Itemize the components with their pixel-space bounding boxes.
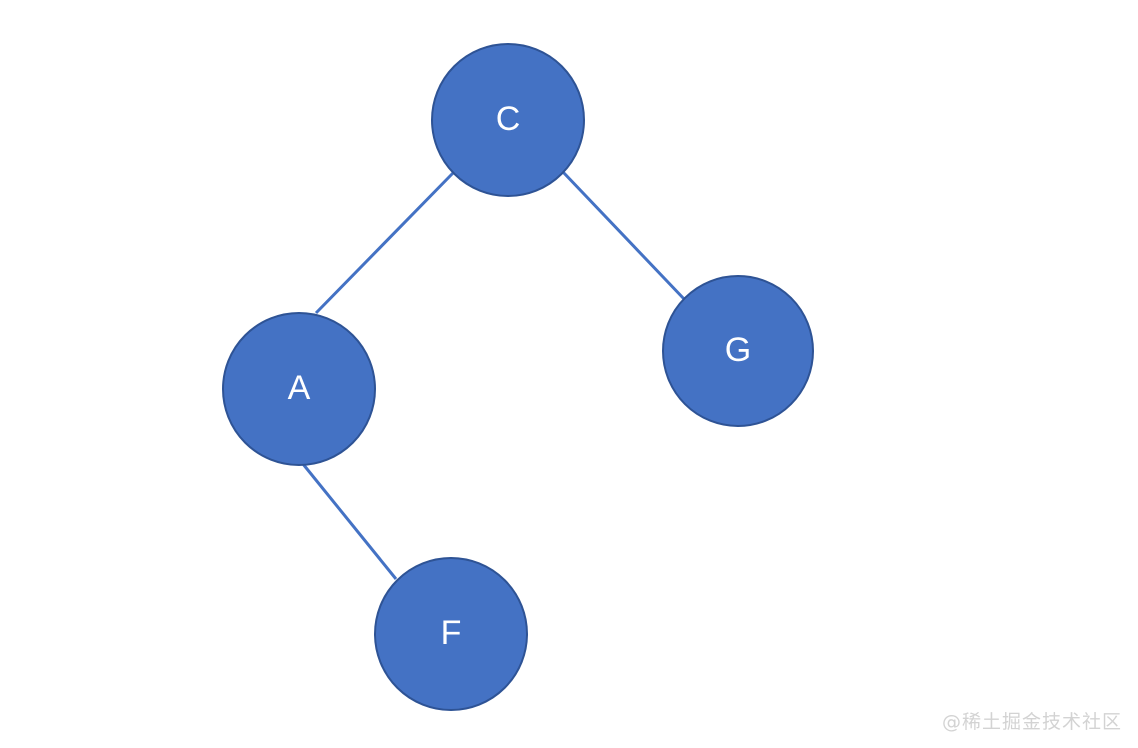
node-g-circle[interactable] <box>662 275 814 427</box>
node-g-label: G <box>725 331 751 369</box>
node-a-label: A <box>288 369 311 407</box>
edge-a-f <box>301 463 398 580</box>
watermark: @稀土掘金技术社区 <box>941 711 1122 733</box>
edge-group <box>301 170 687 580</box>
edge-c-g <box>561 170 687 302</box>
node-c[interactable]: C <box>431 43 585 197</box>
node-f-circle[interactable] <box>374 557 528 711</box>
node-group: C A G F <box>222 43 814 711</box>
node-g[interactable]: G <box>662 275 814 427</box>
edge-c-a <box>314 171 455 315</box>
node-a-circle[interactable] <box>222 312 376 466</box>
node-c-circle[interactable] <box>431 43 585 197</box>
node-f-label: F <box>441 614 462 652</box>
node-f[interactable]: F <box>374 557 528 711</box>
node-a[interactable]: A <box>222 312 376 466</box>
node-c-label: C <box>496 100 521 138</box>
